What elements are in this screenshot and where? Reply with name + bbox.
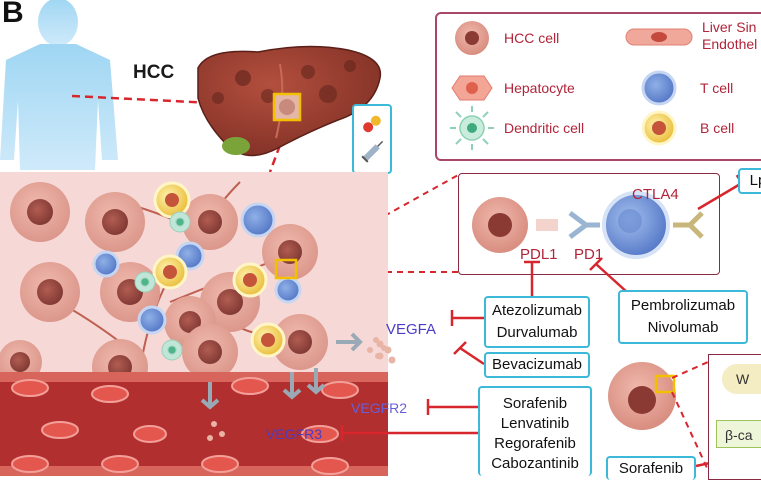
legend-label-hepatocyte: Hepatocyte [504,80,575,96]
red-blood-cells [11,377,359,475]
b-cells [152,181,286,358]
vegfr3-label: VEGFR3 [266,426,323,442]
pdl1-label: PDL1 [520,246,558,263]
vegfa-inhibitor-box: Bevacizumab [484,352,590,378]
beta-catenin-label: β-ca [716,420,761,448]
lp-drug-label: Lp [749,172,761,189]
b-cell-icon [641,110,677,146]
legend-label-b-cell: B cell [700,120,735,136]
checkpoint-illustration [472,174,749,259]
hcc-cell-icon [455,21,489,55]
drug-atezolizumab: Atezolizumab [491,302,583,319]
drug-bevacizumab: Bevacizumab [491,356,583,373]
legend-label-liver-sinusoidal: Liver Sin [702,19,757,35]
legend-label-t-cell: T cell [700,80,734,96]
drug-durvalumab: Durvalumab [496,324,578,341]
legend-label-dendritic-cell: Dendritic cell [504,120,585,136]
drug-regorafenib: Regorafenib [494,435,576,452]
hcc-cell-wnt [608,362,676,430]
drug-lenvatinib: Lenvatinib [500,415,570,432]
vegfr-receptors [200,368,326,410]
drug-sorafenib: Sorafenib [502,395,568,412]
wnt-label: W [722,364,761,394]
tki-box: Sorafenib Lenvatinib Regorafenib Cabozan… [478,386,592,476]
legend-label-endothelial: Endothel [702,36,758,52]
lp-drug-box: Lp [738,168,761,194]
legend-label-hcc-cell: HCC cell [504,30,560,46]
vegfa-molecules [376,340,396,364]
pd1-inhibitor-box: Pembrolizumab Nivolumab [618,290,748,344]
vegfa-label: VEGFA [386,321,437,338]
pdl1-inhibitor-box: Atezolizumab Durvalumab [484,296,590,348]
t-cell-icon [641,70,677,106]
dendritic-cells [134,211,191,361]
dendritic-cell-icon [450,106,494,150]
endothelial-cell-icon [625,28,693,46]
legend-icons [450,21,693,150]
sorafenib-bottom-box: Sorafenib [606,456,696,480]
tumor-cells-illustration [0,181,388,476]
liver-illustration [197,45,382,157]
hepatocyte-icon [451,75,493,101]
ctla4-label: CTLA4 [632,186,679,203]
pill-syringe-icon [361,115,384,163]
drug-nivolumab: Nivolumab [647,319,719,336]
panel-letter: B [2,0,24,29]
pd1-label: PD1 [574,246,604,263]
treatment-icon-box [352,104,392,174]
vegfr2-label: VEGFR2 [351,400,408,416]
drug-cabozantinib: Cabozantinib [491,455,579,472]
drug-sorafenib-bottom: Sorafenib [618,460,684,477]
drug-pembrolizumab: Pembrolizumab [630,297,736,314]
human-silhouette [0,0,118,170]
hcc-label: HCC [133,62,175,83]
hcc-cells [0,182,328,395]
